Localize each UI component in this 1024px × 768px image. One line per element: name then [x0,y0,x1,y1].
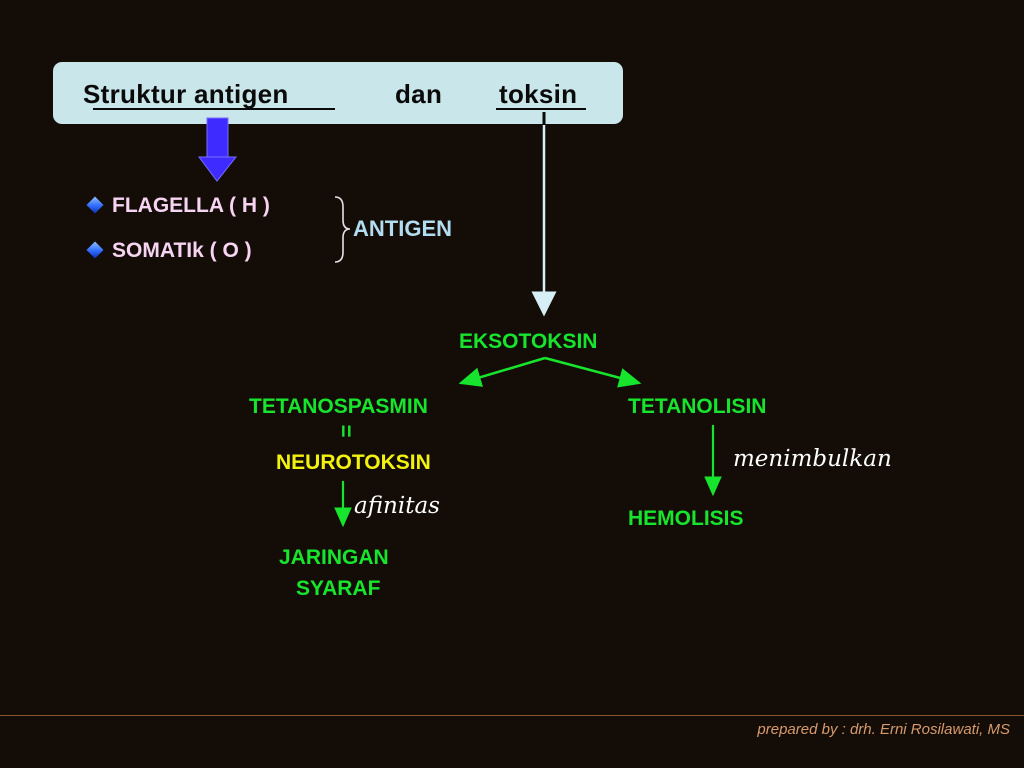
node-tetanolisin: TETANOLISIN [628,395,767,418]
split-arrow-right [544,356,642,388]
node-syaraf: SYARAF [296,577,381,600]
relation-afinitas: afinitas [354,493,440,519]
antigen-item-flagella: FLAGELLA ( H ) [112,194,270,217]
node-eksotoksin: EKSOTOKSIN [459,330,598,353]
node-tetanospasmin: TETANOSPASMIN [249,395,428,418]
footer-credit: prepared by : drh. Erni Rosilawati, MS [757,721,1010,738]
title-underline-toksin [496,108,586,110]
title-underline-antigen [93,108,335,110]
node-neurotoksin: NEUROTOKSIN [276,451,431,474]
split-arrow-left [458,356,546,387]
antigen-brace [334,196,351,263]
blue-down-arrow [198,117,238,182]
antigen-group-label: ANTIGEN [353,216,452,241]
antigen-item-somatik: SOMATIk ( O ) [112,239,252,262]
relation-menimbulkan: menimbulkan [733,446,892,472]
title-struktur-antigen: Struktur antigen [83,79,289,109]
title-toksin: toksin [499,79,578,109]
node-jaringan: JARINGAN [279,546,389,569]
equals-sign: = [333,424,359,438]
title-dan: dan [395,79,443,109]
node-hemolisis: HEMOLISIS [628,507,744,530]
footer-divider [0,715,1024,716]
title-box: Struktur antigen dan toksin [53,62,623,124]
